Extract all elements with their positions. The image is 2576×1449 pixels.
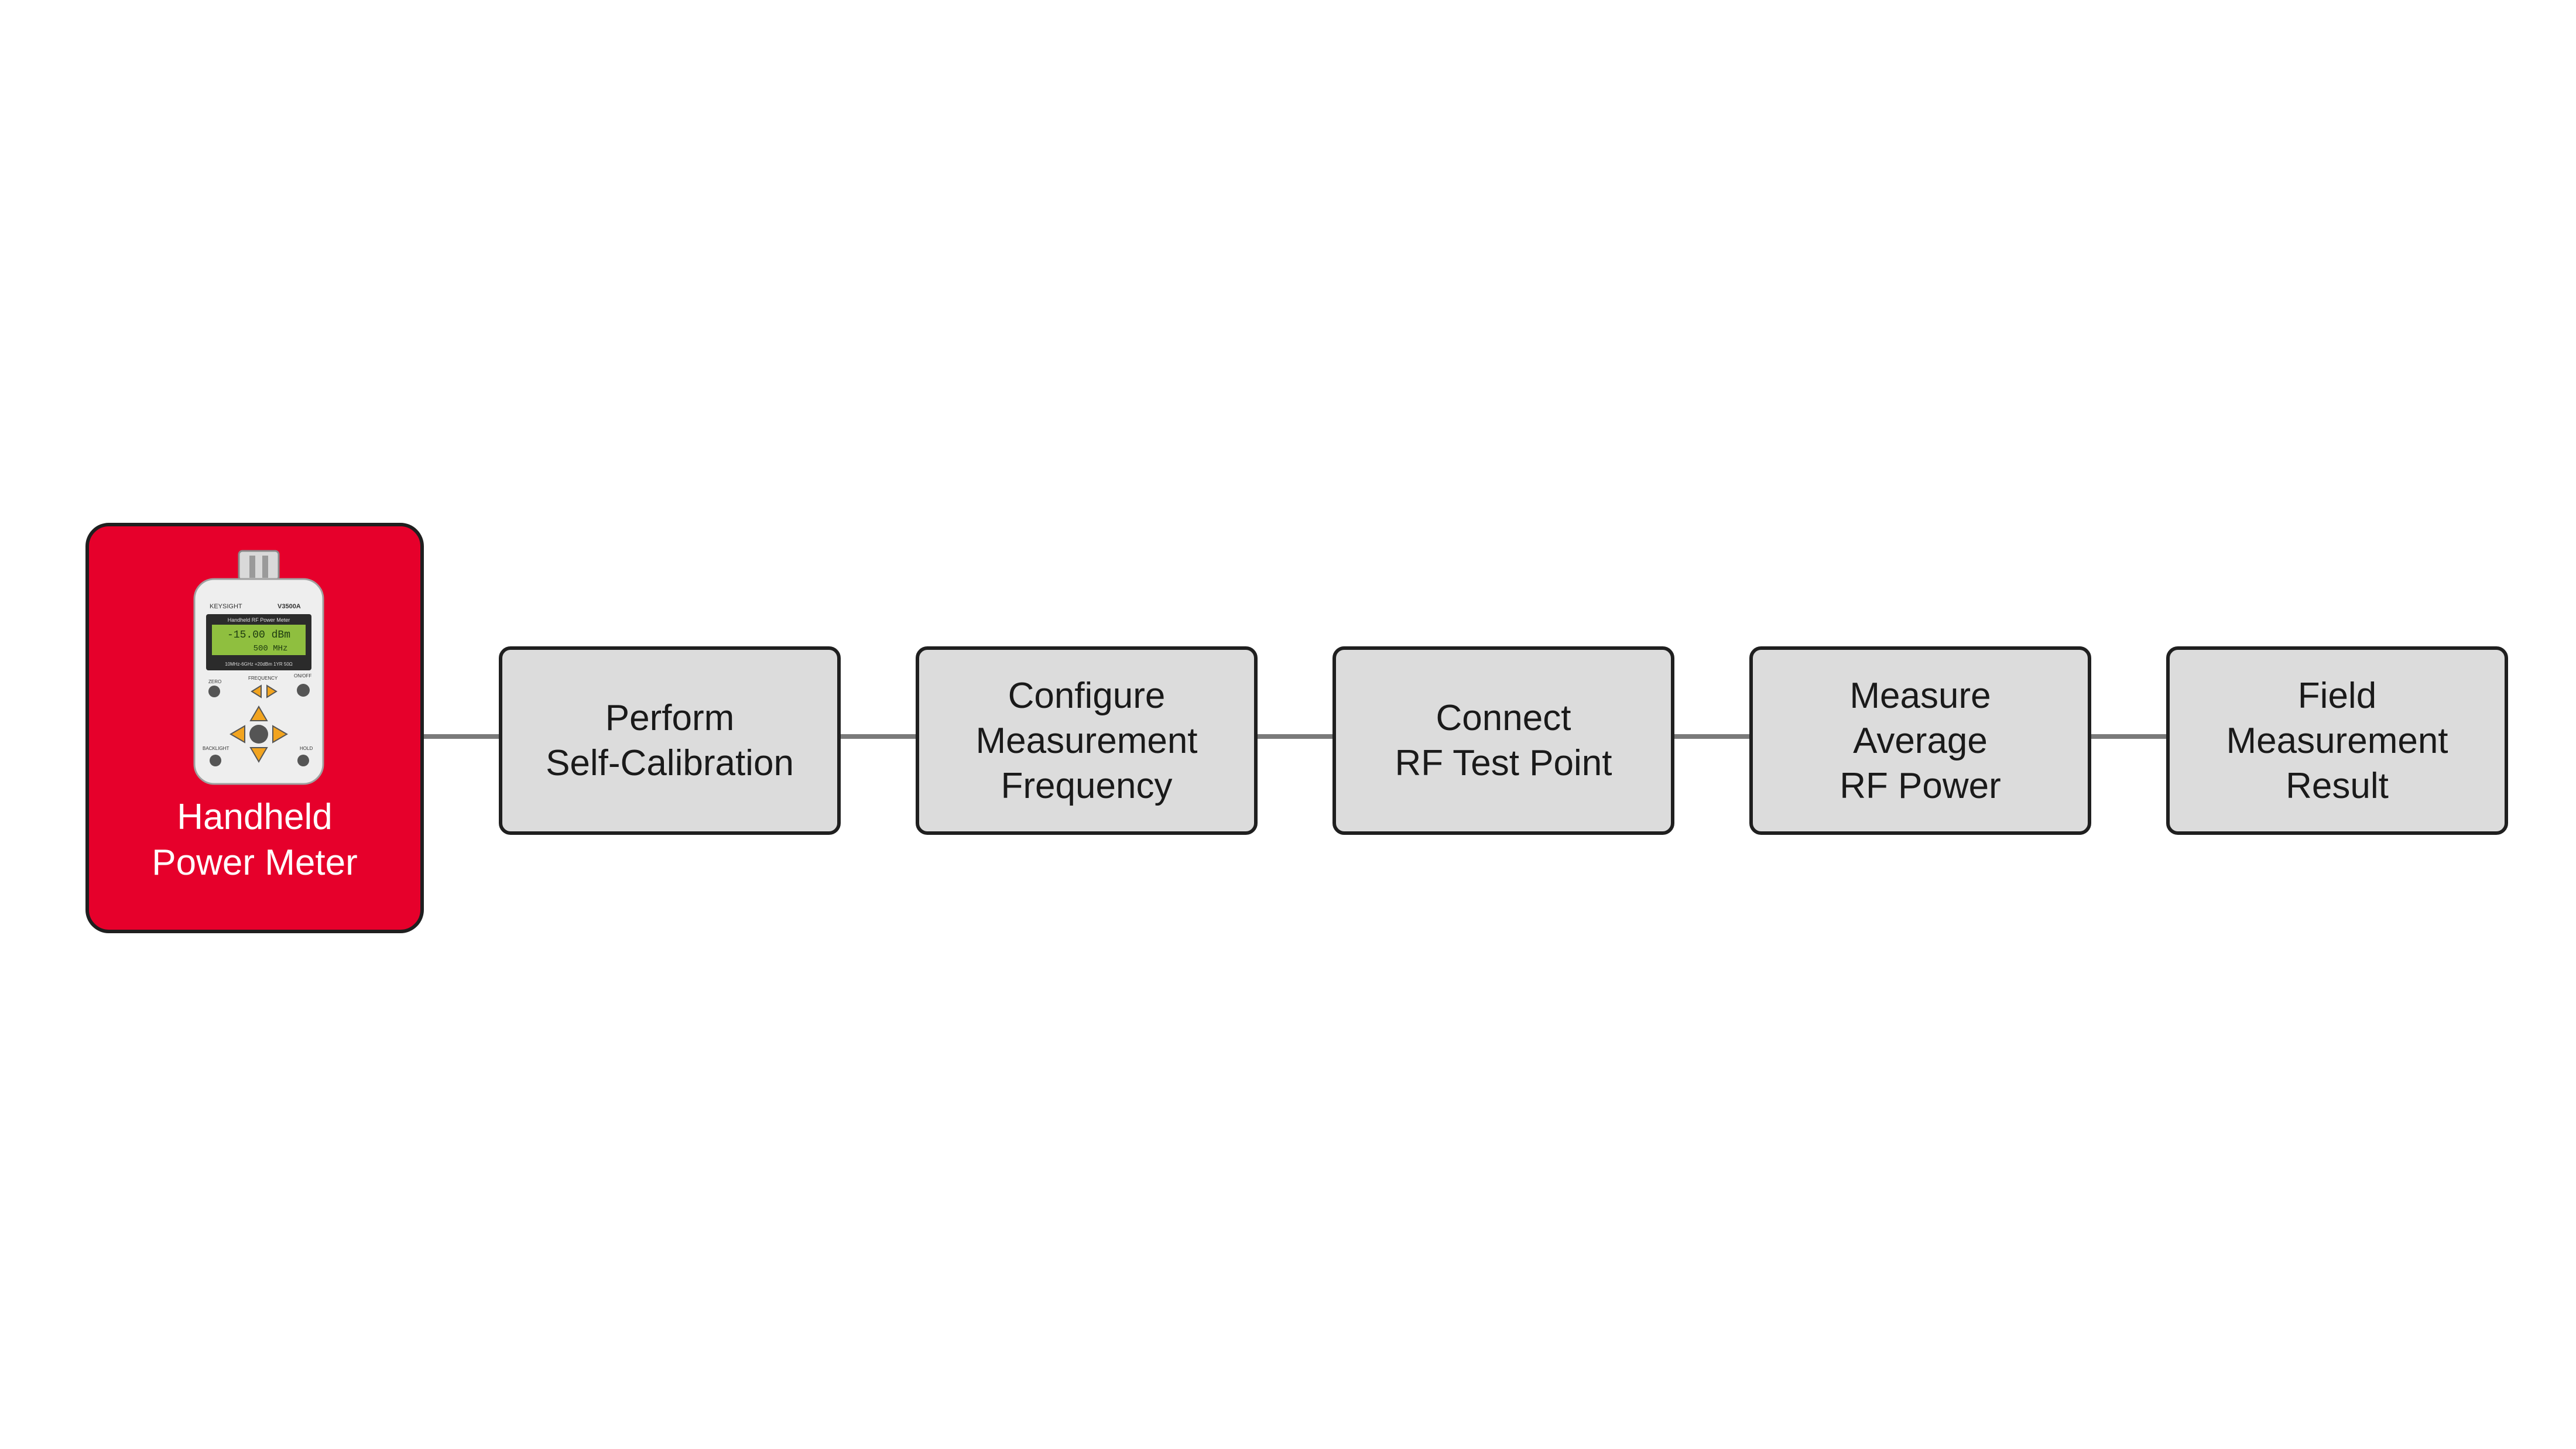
step-label-line: RF Power — [1839, 765, 2001, 806]
step-label-line: Connect — [1436, 698, 1571, 738]
backlight-label: BACKLIGHT — [203, 746, 229, 751]
hold-label: HOLD — [300, 746, 313, 751]
step-label-line: Configure — [1008, 675, 1166, 716]
connector-line — [424, 734, 499, 739]
screen-reading: -15.00 dBm — [227, 629, 290, 641]
power-meter-device-icon: KEYSIGHT V3500A Handheld RF Power Meter … — [193, 550, 324, 785]
screen-footer: 10MHz-6GHz +20dBm 1YR 50Ω — [225, 662, 293, 667]
step-label-line: Perform — [605, 698, 735, 738]
step-perform-self-calibration: Perform Self-Calibration — [499, 646, 841, 835]
step-label-line: RF Test Point — [1395, 743, 1612, 783]
screen-title: Handheld RF Power Meter — [228, 617, 290, 623]
frequency-label: FREQUENCY — [248, 676, 278, 681]
connector-line — [1674, 734, 1749, 739]
step-label-line: Average — [1853, 720, 1988, 761]
connector-line — [2091, 734, 2166, 739]
connector-line — [1258, 734, 1332, 739]
step-measure-average-rf-power: Measure Average RF Power — [1749, 646, 2091, 835]
device-label: Handheld Power Meter — [89, 794, 420, 886]
step-label-line: Result — [2286, 765, 2389, 806]
screen-frequency: 500 MHz — [254, 644, 288, 653]
brand-text: KEYSIGHT — [210, 603, 242, 610]
zero-label: ZERO — [208, 679, 221, 684]
step-label-line: Measurement — [2226, 720, 2448, 761]
step-label-line: Measurement — [975, 720, 1198, 761]
step-configure-measurement-frequency: Configure Measurement Frequency — [916, 646, 1258, 835]
connector-line — [841, 734, 916, 739]
step-label-line: Measure — [1849, 675, 1991, 716]
model-text: V3500A — [278, 603, 301, 610]
device-label-line: Power Meter — [152, 842, 358, 883]
handheld-power-meter-node: KEYSIGHT V3500A Handheld RF Power Meter … — [85, 523, 424, 933]
step-label-line: Self-Calibration — [546, 743, 794, 783]
step-field-measurement-result: Field Measurement Result — [2166, 646, 2508, 835]
onoff-label: ON/OFF — [294, 673, 311, 679]
step-label-line: Frequency — [1001, 765, 1173, 806]
device-label-line: Handheld — [177, 797, 333, 837]
step-label-line: Field — [2297, 675, 2377, 716]
step-connect-rf-test-point: Connect RF Test Point — [1332, 646, 1674, 835]
